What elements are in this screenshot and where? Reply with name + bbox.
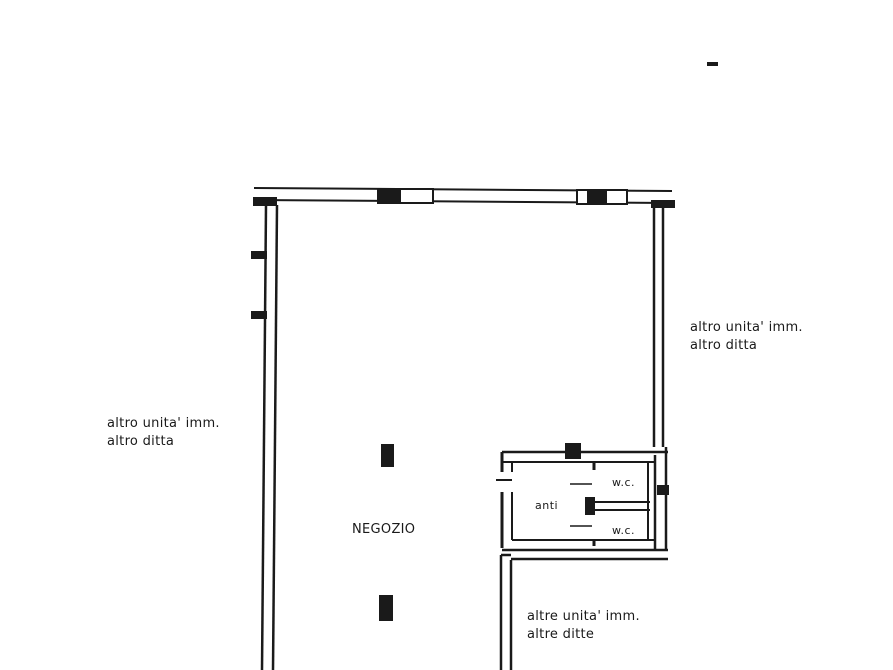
- window-top-right: [576, 189, 628, 205]
- label-line2: altro ditta: [107, 434, 175, 449]
- label-line2: altre ditte: [527, 627, 595, 642]
- room-label-negozio: NEGOZIO: [352, 522, 416, 537]
- room-label-wc-top: w.c.: [612, 476, 636, 489]
- label-line1: altro unita' imm.: [690, 320, 803, 335]
- left-wall: [251, 204, 279, 670]
- label-line1: altre unita' imm.: [527, 609, 640, 624]
- label-adjacent-unit-left: altro unita' imm. altro ditta: [107, 415, 220, 451]
- bathroom-block: [496, 443, 669, 552]
- label-line2: altro ditta: [690, 338, 758, 353]
- room-label-anti: anti: [535, 499, 559, 512]
- column-upper: [381, 444, 394, 467]
- label-line1: altro unita' imm.: [107, 416, 220, 431]
- room-label-wc-bottom: w.c.: [612, 524, 636, 537]
- right-wall: [652, 207, 665, 447]
- column-lower: [379, 595, 393, 621]
- lower-partition-wall: [499, 553, 668, 670]
- label-adjacent-unit-right: altro unita' imm. altro ditta: [690, 319, 803, 355]
- label-adjacent-units-bottom: altre unita' imm. altre ditte: [527, 608, 640, 644]
- window-top-left: [377, 188, 434, 204]
- speck-mark: [707, 62, 718, 66]
